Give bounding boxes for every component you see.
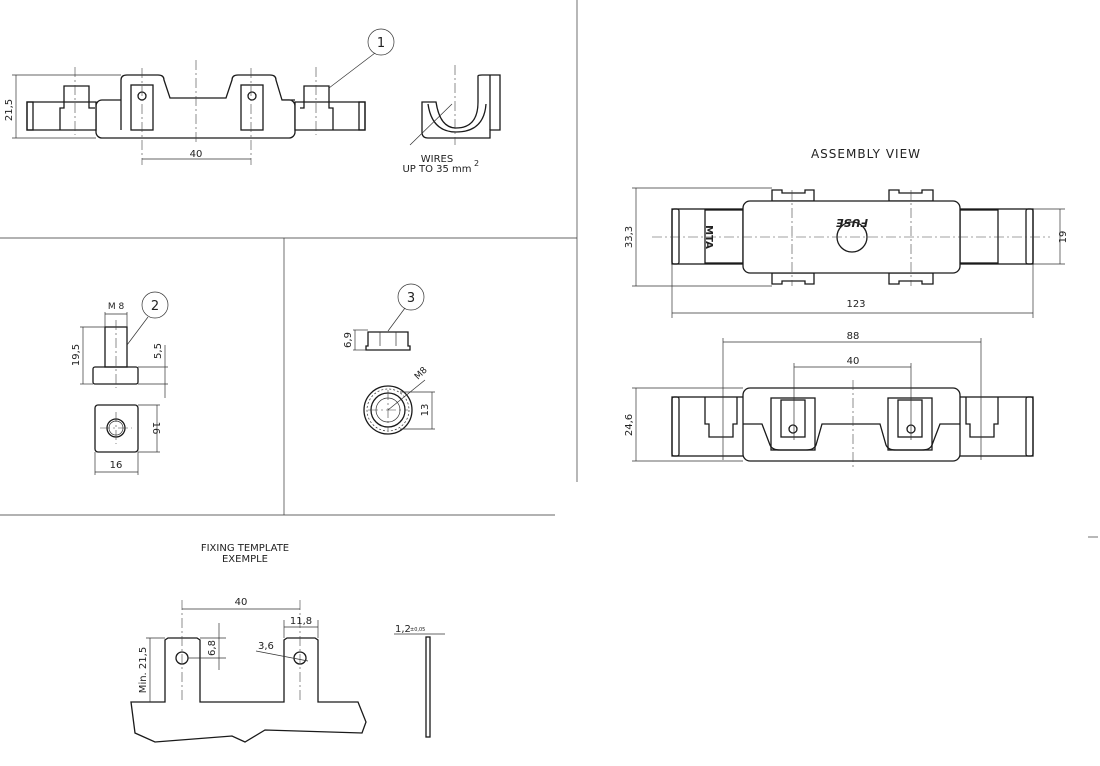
- fixing-hole-dimension: 3,6: [258, 641, 274, 652]
- part1-end-view: [409, 65, 501, 146]
- assembly-side-height-dimension: 24,6: [624, 414, 635, 436]
- balloon-3: [397, 283, 425, 311]
- assembly-title: ASSEMBLY VIEW: [811, 147, 921, 161]
- assembly-top-view: [632, 187, 1065, 318]
- fixing-template-drawing: [130, 600, 445, 743]
- part3-height-dimension: 6,9: [343, 332, 354, 348]
- frame-dividers: [0, 0, 1098, 538]
- assembly-height-dimension: 33,3: [624, 226, 635, 248]
- balloon-1-label: 1: [377, 36, 385, 51]
- part1-side-view: [12, 52, 376, 165]
- part2-depth-dimension: 16: [150, 422, 161, 435]
- part2-width-dimension: 16: [110, 460, 123, 471]
- fixing-min-height-dimension: Min. 21,5: [138, 647, 149, 693]
- part2-thread-label: M 8: [108, 302, 125, 312]
- balloon-1: [367, 28, 395, 56]
- fuse-label: FUSE: [836, 216, 868, 229]
- assembly-length-dimension: 123: [846, 299, 865, 310]
- part3-nut: [353, 307, 435, 435]
- part3-thread-label: M8: [413, 365, 430, 382]
- balloon-3-label: 3: [407, 291, 415, 306]
- part3-diameter-dimension: 13: [420, 404, 431, 417]
- balloon-2-label: 2: [151, 299, 159, 314]
- mta-logo: MTA: [703, 225, 714, 249]
- balloon-2: [141, 291, 169, 319]
- wires-note-line1: WIRES: [421, 154, 453, 165]
- part2-head-dimension: 5,5: [153, 343, 164, 359]
- wires-note-superscript: 2: [474, 159, 479, 168]
- fixing-title-line1: FIXING TEMPLATE: [201, 543, 289, 554]
- assembly-spacing-dimension: 40: [847, 356, 860, 367]
- part2-height-dimension: 19,5: [71, 344, 82, 366]
- fixing-hole-position-dimension: 6,8: [207, 640, 218, 656]
- fixing-spacing-dimension: 40: [235, 597, 248, 608]
- part1-spacing-dimension: 40: [190, 149, 203, 160]
- fixing-tab-width-dimension: 11,8: [290, 616, 312, 627]
- wires-note-line2: UP TO 35 mm: [402, 164, 471, 175]
- fixing-thickness-dimension: 1,2: [395, 624, 411, 635]
- assembly-side-view: [632, 338, 1034, 470]
- assembly-span-dimension: 88: [847, 331, 860, 342]
- part2-bolt: [80, 312, 168, 475]
- fixing-thickness-tolerance: ±0,05: [410, 627, 425, 633]
- fixing-title-line2: EXEMPLE: [222, 554, 268, 565]
- assembly-cap-dimension: 19: [1058, 231, 1069, 244]
- part1-height-dimension: 21,5: [4, 99, 15, 121]
